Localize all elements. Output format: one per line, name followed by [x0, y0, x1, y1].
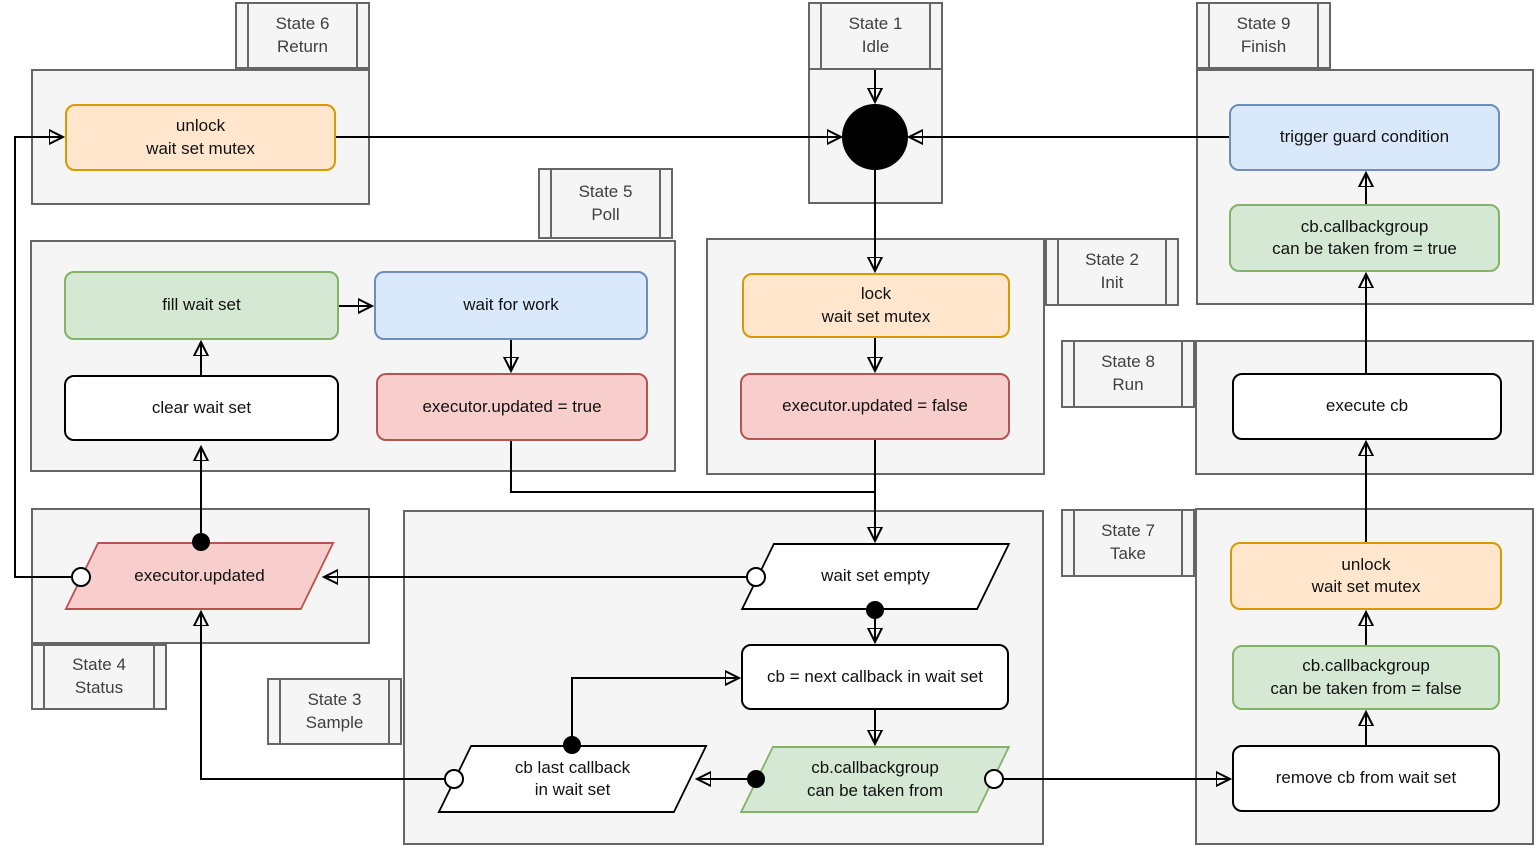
node-cb-last-callback-check: cb last callback in wait set [437, 745, 708, 813]
state6-label: State 6 Return [235, 2, 370, 69]
state-phase: Run [1112, 375, 1144, 394]
state-number: State 7 [1101, 521, 1155, 541]
initial-state-icon [842, 104, 908, 170]
node-wait-set-empty-check: wait set empty [740, 543, 1011, 610]
state-number: State 1 [848, 14, 903, 34]
state-phase: Take [1110, 544, 1146, 563]
node-cb-next-callback-in-wait-set: cb = next callback in wait set [741, 644, 1009, 710]
state-number: State 5 [578, 181, 633, 201]
state-phase: Sample [305, 712, 364, 732]
state-phase: Return [276, 36, 329, 56]
state-number: State 8 [1101, 352, 1155, 372]
state-number: State 3 [307, 689, 362, 709]
state7-label: State 7 Take [1061, 509, 1195, 577]
state-number: State 6 [275, 13, 330, 33]
node-executor-updated-true: executor.updated = true [376, 373, 648, 441]
state3-label: State 3 Sample [267, 678, 402, 745]
node-clear-wait-set: clear wait set [64, 375, 339, 441]
node-lock-wait-set-mutex: lock wait set mutex [742, 273, 1010, 338]
state-number: State 2 [1085, 250, 1139, 270]
node-cb-can-be-taken-check: cb.callbackgroup can be taken from [739, 746, 1011, 813]
node-cb-callbackgroup-taken-true: cb.callbackgroup can be taken from = tru… [1229, 204, 1500, 272]
node-unlock-wait-set-mutex-take: unlock wait set mutex [1230, 542, 1502, 610]
state5-label: State 5 Poll [538, 168, 673, 239]
state-phase: Finish [1240, 36, 1287, 56]
state9-label: State 9 Finish [1196, 2, 1331, 69]
node-cb-callbackgroup-taken-false: cb.callbackgroup can be taken from = fal… [1232, 645, 1500, 710]
node-execute-cb: execute cb [1232, 373, 1502, 440]
node-remove-cb-from-wait-set: remove cb from wait set [1232, 745, 1500, 812]
state8-label: State 8 Run [1061, 340, 1195, 408]
state4-label: State 4 Status [31, 644, 167, 710]
state-phase: Idle [861, 37, 890, 56]
state-number: State 9 [1236, 13, 1291, 33]
node-wait-for-work: wait for work [374, 271, 648, 340]
state-phase: Init [1100, 273, 1124, 292]
state1-label: State 1 Idle [808, 2, 943, 70]
node-executor-updated-false: executor.updated = false [740, 373, 1010, 440]
node-unlock-wait-set-mutex-return: unlock wait set mutex [65, 104, 336, 171]
state-phase: Poll [591, 204, 620, 224]
state-number: State 4 [72, 655, 126, 675]
state2-label: State 2 Init [1045, 238, 1179, 306]
state-phase: Status [74, 678, 124, 697]
node-fill-wait-set: fill wait set [64, 271, 339, 340]
node-executor-updated-check: executor.updated [64, 542, 335, 610]
node-trigger-guard-condition: trigger guard condition [1229, 104, 1500, 171]
